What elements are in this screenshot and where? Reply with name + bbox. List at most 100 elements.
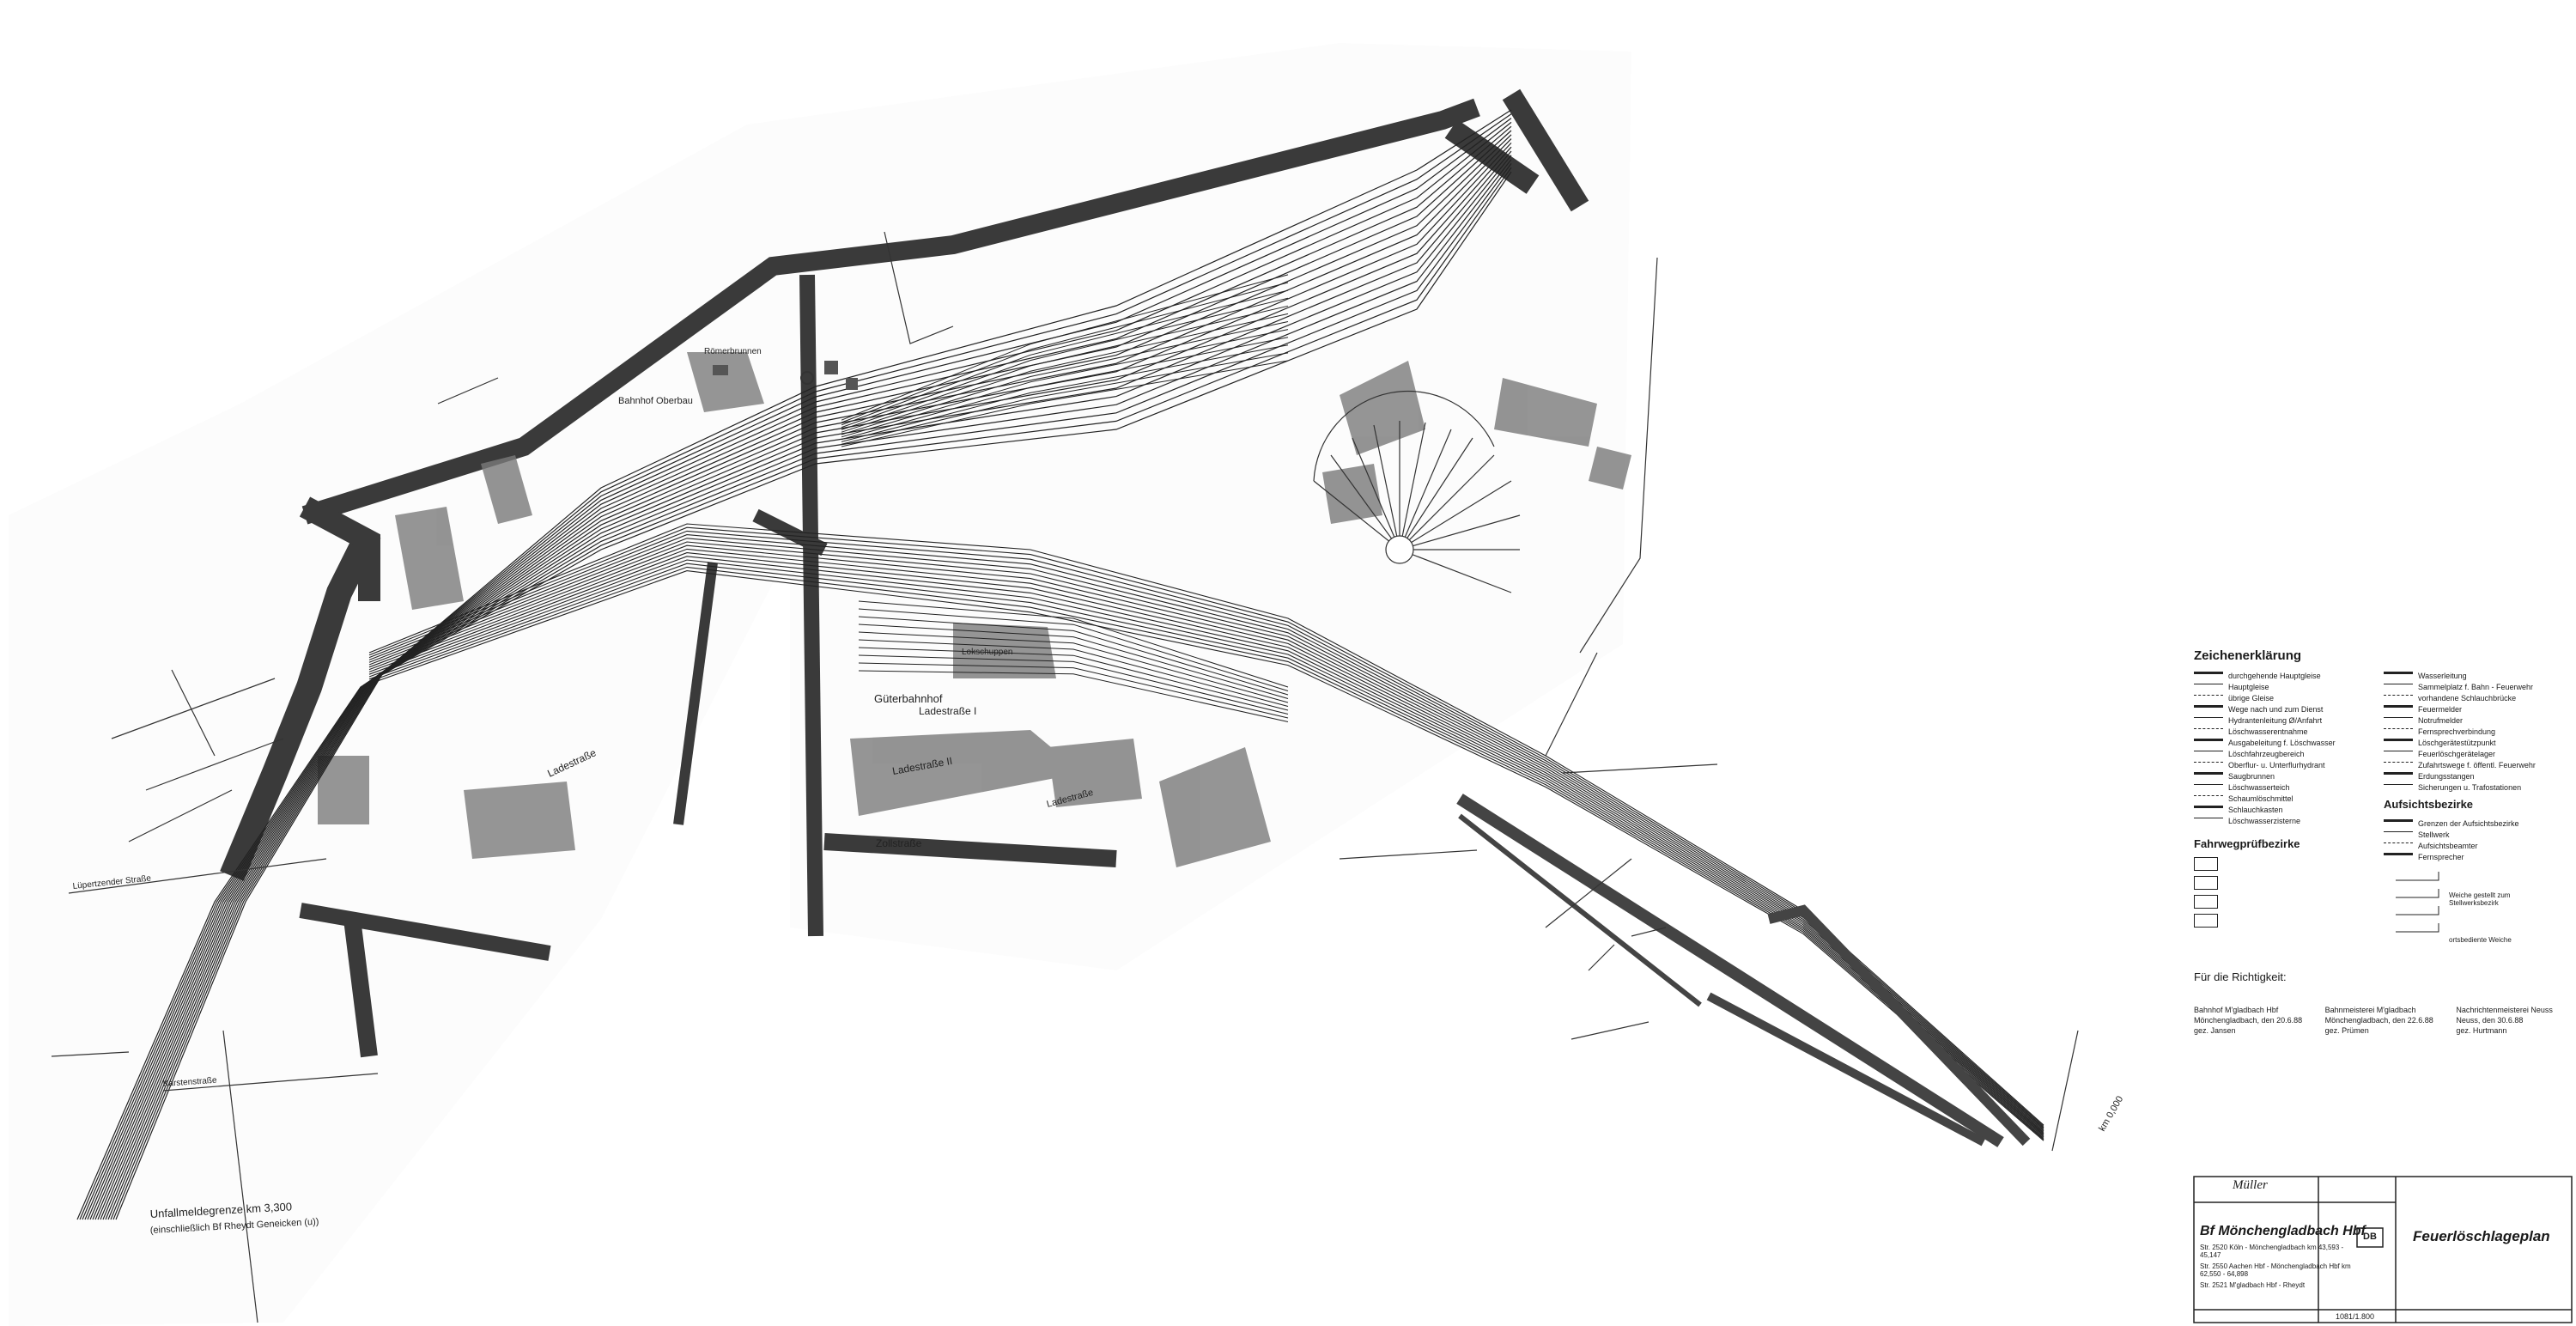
station-name: Bf Mönchengladbach Hbf xyxy=(2200,1224,2366,1238)
legend-symbol xyxy=(2384,772,2413,780)
legend-label: Aufsichtsbeamter xyxy=(2418,841,2478,850)
track xyxy=(841,274,1289,421)
legend-item: Löschwasserteich xyxy=(2194,782,2365,793)
legend-label: Oberflur- u. Unterflurhydrant xyxy=(2228,760,2325,769)
legend-item: Wege nach und zum Dienst xyxy=(2194,703,2365,715)
legend-item: Aufsichtsbeamter xyxy=(2384,840,2555,851)
track xyxy=(368,570,2044,1141)
legend-symbol xyxy=(2384,831,2413,837)
legend-item: Löschwasserentnahme xyxy=(2194,726,2365,737)
track xyxy=(841,329,1289,438)
track xyxy=(858,600,1289,688)
track xyxy=(841,360,1289,447)
legend-item: Feuerlöschgerätelager xyxy=(2384,748,2555,759)
fahrweg-box xyxy=(2194,914,2218,928)
legend-symbol xyxy=(2384,853,2413,861)
buildings xyxy=(318,352,1631,867)
richtigkeit-label: Für die Richtigkeit: xyxy=(2194,970,2287,983)
track xyxy=(368,541,2044,1132)
track xyxy=(100,134,1512,1220)
track xyxy=(368,552,2044,1135)
legend-label: Sammelplatz f. Bahn - Feuerwehr xyxy=(2418,682,2534,691)
legend-item: Hauptgleise xyxy=(2194,681,2365,692)
legend-label: Schaumlöschmittel xyxy=(2228,794,2293,803)
plan-title: Feuerlöschlageplan xyxy=(2413,1228,2550,1244)
legend-symbol xyxy=(2194,751,2223,757)
track xyxy=(105,125,1512,1220)
label-zollstrasse: Zollstraße xyxy=(876,837,922,849)
track xyxy=(84,159,1512,1220)
track xyxy=(368,544,2044,1133)
label-lokschuppen: Lokschuppen xyxy=(962,648,1013,657)
legend-label: Erdungsstangen xyxy=(2418,771,2475,781)
track xyxy=(89,150,1512,1220)
sheet-number: 1081/1.800 xyxy=(2336,1312,2375,1321)
legend-symbol xyxy=(2384,842,2413,849)
line-3: Str. 2521 M'gladbach Hbf - Rheydt xyxy=(2200,1281,2306,1289)
legend-symbol xyxy=(2194,795,2223,801)
fahrweg-box xyxy=(2194,857,2218,871)
legend-symbol xyxy=(2194,762,2223,768)
legend-label: Feuermelder xyxy=(2418,704,2463,714)
turntable xyxy=(1313,390,1521,593)
legend-symbol xyxy=(2194,739,2223,746)
legend-item: Zufahrtswege f. öffentl. Feuerwehr xyxy=(2384,759,2555,770)
track xyxy=(110,118,1512,1220)
legend-item: Notrufmelder xyxy=(2384,715,2555,726)
db-logo: DB xyxy=(2363,1232,2377,1242)
legend-symbol xyxy=(2384,717,2413,723)
legend-label: Löschfahrzeugbereich xyxy=(2228,749,2305,758)
track xyxy=(858,608,1289,691)
legend-label: Feuerlöschgerätelager xyxy=(2418,749,2496,758)
legend-symbol xyxy=(2384,762,2413,768)
legend-symbol xyxy=(2194,717,2223,723)
legend-label: Löschwasserentnahme xyxy=(2228,727,2308,736)
track xyxy=(368,566,2044,1140)
legend-item: Hydrantenleitung Ø/Anfahrt xyxy=(2194,715,2365,726)
track xyxy=(858,654,1289,715)
track xyxy=(82,163,1512,1220)
legend-symbol xyxy=(2194,695,2223,701)
legend-item: Fernsprechverbindung xyxy=(2384,726,2555,737)
legend-symbol xyxy=(2194,818,2223,824)
track xyxy=(107,121,1512,1220)
legend-item: vorhandene Schlauchbrücke xyxy=(2384,692,2555,703)
track xyxy=(368,556,2044,1137)
signature: Müller xyxy=(2233,1178,2268,1192)
track xyxy=(87,155,1512,1220)
track xyxy=(858,647,1289,711)
legend-item: durchgehende Hauptgleise xyxy=(2194,670,2365,681)
label-km-end: km 0,000 xyxy=(2097,1094,2125,1133)
track xyxy=(112,113,1512,1220)
legend-symbol xyxy=(2384,695,2413,701)
weiche-legend: Weiche gestellt zum Stellwerksbezirk ort… xyxy=(2396,867,2567,946)
legend-label: Stellwerk xyxy=(2418,830,2450,839)
track xyxy=(76,171,1512,1220)
track xyxy=(94,142,1512,1220)
weiche-symbols xyxy=(2396,872,2439,933)
legend-label: Fernsprecher xyxy=(2418,852,2464,861)
legend-symbol xyxy=(2194,705,2223,713)
aufsicht-title: Aufsichtsbezirke xyxy=(2384,798,2474,811)
legend-item: Stellwerk xyxy=(2384,829,2555,840)
track xyxy=(97,138,1512,1220)
sign-bahnhof: Bahnhof M'gladbach Hbf Mönchengladbach, … xyxy=(2194,1006,2303,1035)
fahrweg-title: Fahrwegprüfbezirke xyxy=(2194,837,2300,850)
track xyxy=(368,563,2044,1139)
track xyxy=(115,109,1512,1220)
legend-symbol xyxy=(2384,705,2413,713)
legend-symbol xyxy=(2194,772,2223,780)
streets xyxy=(220,88,1589,1058)
legend-item: Fernsprecher xyxy=(2384,851,2555,862)
legend-label: Hauptgleise xyxy=(2228,682,2269,691)
legend-symbol xyxy=(2384,751,2413,757)
track xyxy=(841,313,1289,433)
legend-item: Löschgerätestützpunkt xyxy=(2384,737,2555,748)
weiche-label-1: Weiche gestellt zum Stellwerksbezirk xyxy=(2449,891,2511,907)
legend-symbol xyxy=(2384,672,2413,679)
legend-symbol xyxy=(2384,684,2413,690)
track xyxy=(102,130,1512,1220)
legend-label: Sicherungen u. Trafostationen xyxy=(2418,782,2522,792)
legend-item: Ausgabeleitung f. Löschwasser xyxy=(2194,737,2365,748)
